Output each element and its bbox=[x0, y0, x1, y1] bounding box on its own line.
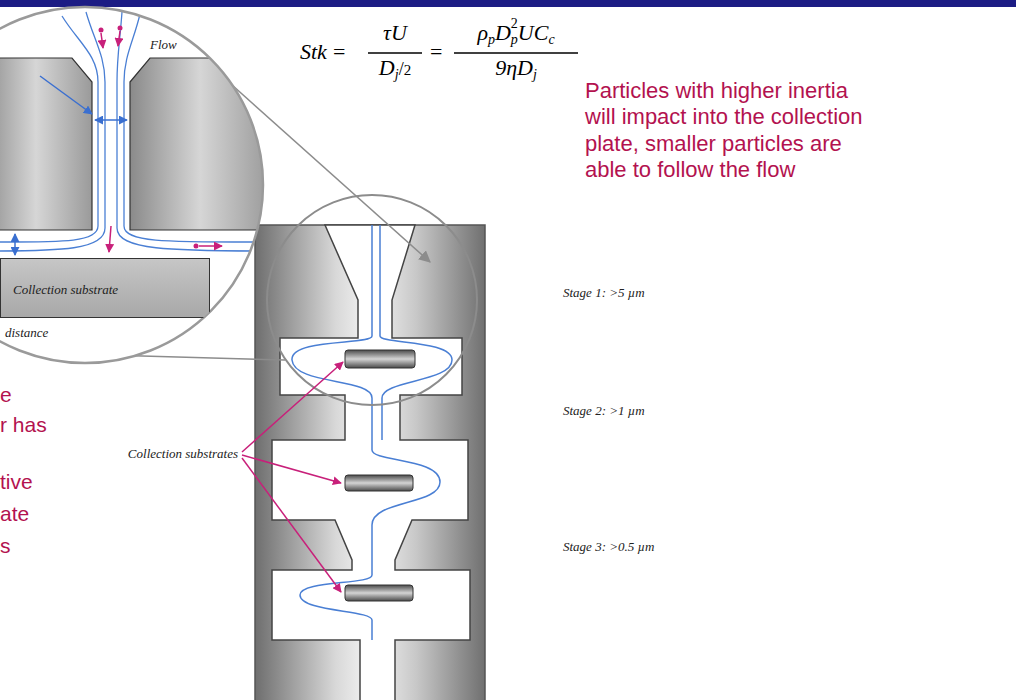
formula-symbol: = bbox=[333, 41, 345, 63]
zoom-circle bbox=[267, 195, 477, 405]
inset-detail bbox=[0, 7, 270, 363]
formula-symbol: c bbox=[548, 33, 554, 47]
collection-plate bbox=[345, 475, 413, 491]
formula-symbol: j bbox=[395, 68, 399, 82]
nozzle-block bbox=[130, 58, 270, 230]
formula-symbol: p bbox=[511, 33, 518, 47]
callout-label: Collection substrates bbox=[128, 447, 238, 460]
formula-symbol: UC bbox=[518, 22, 549, 44]
cropped-note-text: s bbox=[0, 535, 11, 556]
flow-streamline bbox=[292, 225, 440, 640]
inset-circle bbox=[0, 7, 263, 363]
title-bar bbox=[0, 0, 1016, 7]
formula-symbol: p bbox=[488, 33, 495, 47]
impactor-body bbox=[255, 225, 485, 700]
formula-symbol: j bbox=[533, 68, 537, 82]
stage-label: Stage 1: >5 µm bbox=[563, 286, 645, 299]
stage-label: Stage 3: >0.5 µm bbox=[563, 540, 654, 553]
flow-label: Flow bbox=[150, 38, 177, 51]
formula-symbol: 9ηD bbox=[495, 57, 533, 79]
flow-streamline bbox=[0, 16, 98, 242]
impactor-column bbox=[255, 195, 485, 700]
callout-arrow bbox=[242, 458, 341, 592]
dimension-arrow bbox=[14, 234, 16, 255]
dimension-arrow bbox=[40, 76, 92, 114]
formula-symbol: 2 bbox=[404, 63, 412, 78]
dimension-arrow bbox=[95, 119, 127, 121]
cropped-note-text: r has bbox=[0, 414, 47, 435]
particle bbox=[194, 244, 199, 249]
particle-path bbox=[118, 31, 120, 46]
explanation-note: Particles with higher inertia will impac… bbox=[585, 78, 877, 184]
particle bbox=[118, 26, 123, 31]
formula-symbol: 2 bbox=[511, 17, 518, 31]
flow-streamline bbox=[0, 12, 105, 251]
flow-streamline bbox=[380, 225, 452, 440]
particle-path bbox=[101, 33, 103, 48]
formula-symbol: = bbox=[430, 41, 442, 63]
formula-symbol: D bbox=[495, 22, 511, 44]
fraction-bar bbox=[368, 52, 422, 53]
substrate-label: Collection substrate bbox=[13, 279, 209, 297]
fraction-bar bbox=[454, 52, 578, 53]
formula-symbol: ρ bbox=[477, 22, 488, 44]
dimension-label: distance bbox=[5, 326, 48, 339]
impactor-cavity bbox=[272, 225, 470, 700]
formula-symbol: τU bbox=[383, 22, 407, 44]
formula-symbol: Stk bbox=[300, 41, 327, 63]
flow-streamline bbox=[117, 12, 270, 251]
formula-symbol: / bbox=[399, 60, 404, 78]
particle-path bbox=[109, 226, 111, 252]
substrate-plate: Collection substrate bbox=[0, 258, 210, 318]
callout-arrow bbox=[242, 362, 343, 452]
cropped-note-text: tive bbox=[0, 471, 33, 492]
collection-plate bbox=[345, 585, 413, 601]
particle bbox=[99, 28, 104, 33]
cropped-note-text: ate bbox=[0, 503, 29, 524]
formula-symbol: D bbox=[379, 57, 395, 79]
stage-label: Stage 2: >1 µm bbox=[563, 404, 645, 417]
collection-plate bbox=[345, 350, 415, 368]
cropped-note-text: e bbox=[0, 384, 12, 405]
particle-path bbox=[199, 245, 222, 247]
nozzle-block bbox=[0, 58, 92, 230]
